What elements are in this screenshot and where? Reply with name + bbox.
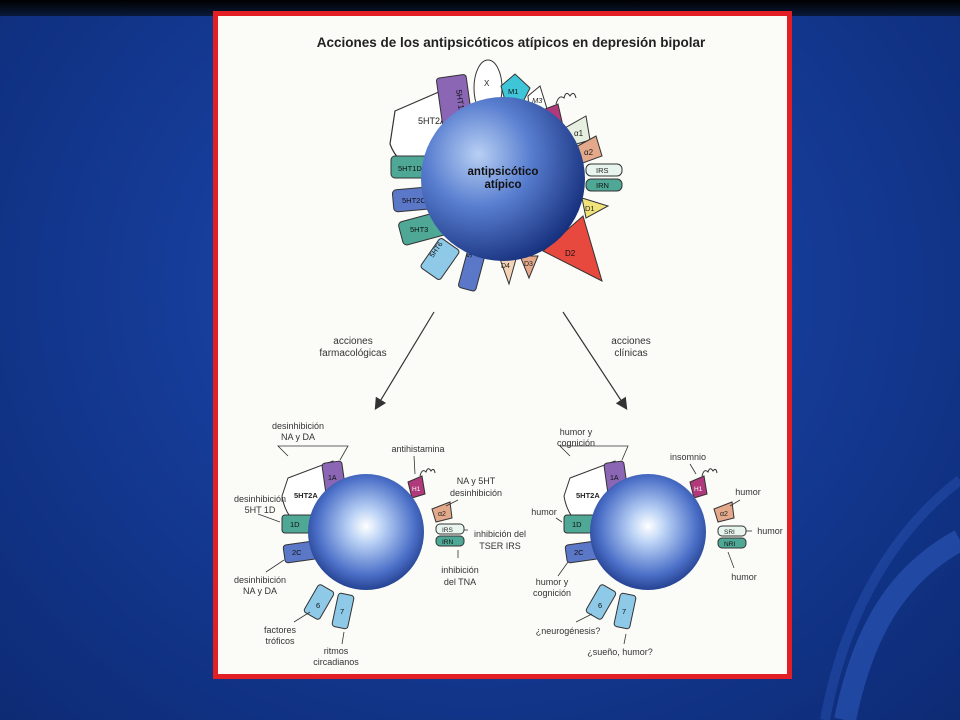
svg-text:H1: H1 <box>412 486 421 493</box>
svg-text:insomnio: insomnio <box>670 452 706 462</box>
svg-text:D1: D1 <box>585 204 595 213</box>
svg-text:humor: humor <box>757 526 783 536</box>
sphere-label-line1: antipsicótico <box>468 166 539 178</box>
clinical-sphere <box>590 474 706 590</box>
decorative-swoosh <box>820 476 960 720</box>
receptor-d1: D1 <box>581 197 610 219</box>
svg-text:5HT2A: 5HT2A <box>576 491 600 500</box>
svg-text:inhibición del: inhibición del <box>474 529 526 539</box>
arrow-right-label-2: clínicas <box>614 348 647 359</box>
receptor-irs: IRS <box>585 163 623 177</box>
svg-text:M3: M3 <box>532 96 543 105</box>
pharm-sphere <box>308 474 424 590</box>
svg-text:α1: α1 <box>574 129 584 138</box>
svg-text:NA y DA: NA y DA <box>281 432 315 442</box>
figure-paper: Acciones de los antipsicóticos atípicos … <box>218 16 787 674</box>
svg-text:7: 7 <box>622 607 626 616</box>
svg-text:D2: D2 <box>565 249 576 258</box>
svg-text:cognición: cognición <box>557 438 595 448</box>
svg-text:desinhibición: desinhibición <box>450 488 502 498</box>
sphere-label-line2: atípico <box>484 179 521 191</box>
arrow-left-label-2: farmacológicas <box>319 348 386 359</box>
svg-text:del TNA: del TNA <box>444 577 476 587</box>
svg-text:NA y DA: NA y DA <box>243 586 277 596</box>
svg-text:D4: D4 <box>501 263 510 270</box>
svg-text:6: 6 <box>316 601 320 610</box>
svg-text:5HT1D: 5HT1D <box>398 164 422 173</box>
top-receptor-group: 5HT2A 5HT1A X M1 M3 <box>389 59 623 292</box>
svg-text:1A: 1A <box>328 475 337 482</box>
arrow-left-label-1: acciones <box>333 336 372 347</box>
svg-text:factores: factores <box>264 625 297 635</box>
svg-text:5HT 1D: 5HT 1D <box>245 505 276 515</box>
svg-text:H1: H1 <box>694 486 703 493</box>
svg-text:humor: humor <box>731 572 757 582</box>
svg-text:α2: α2 <box>720 511 728 518</box>
svg-text:¿neurogénesis?: ¿neurogénesis? <box>536 626 601 636</box>
arrow-pharmacological <box>374 311 435 411</box>
svg-text:IRN: IRN <box>596 181 609 190</box>
svg-text:1A: 1A <box>610 475 619 482</box>
svg-text:IRS: IRS <box>442 527 454 534</box>
svg-text:humor: humor <box>531 507 557 517</box>
receptor-irn: IRN <box>585 178 623 192</box>
receptor-d3: D3 <box>519 255 539 280</box>
svg-text:2C: 2C <box>574 548 584 557</box>
svg-text:5HT2A: 5HT2A <box>294 491 318 500</box>
svg-text:M1: M1 <box>508 87 518 96</box>
receptor-diagram: Acciones de los antipsicóticos atípicos … <box>234 35 783 667</box>
svg-text:cognición: cognición <box>533 588 571 598</box>
svg-text:IRN: IRN <box>442 539 454 546</box>
svg-text:5HT2C: 5HT2C <box>402 196 426 205</box>
svg-text:antihistamina: antihistamina <box>391 444 444 454</box>
arrow-right-label-1: acciones <box>611 336 650 347</box>
svg-text:NA y 5HT: NA y 5HT <box>457 476 496 486</box>
pharm-diagram: 5HT2A 1A H1 α2 IRS IRN 1D 2C 6 7 <box>234 421 526 667</box>
svg-text:desinhibición: desinhibición <box>234 494 286 504</box>
svg-text:α2: α2 <box>584 148 594 157</box>
svg-text:humor y: humor y <box>560 427 593 437</box>
svg-text:1D: 1D <box>290 520 300 529</box>
svg-text:inhibición: inhibición <box>441 565 479 575</box>
svg-text:SRI: SRI <box>724 529 735 536</box>
svg-text:6: 6 <box>598 601 602 610</box>
svg-text:α2: α2 <box>438 511 446 518</box>
svg-text:circadianos: circadianos <box>313 657 359 667</box>
svg-text:TSER IRS: TSER IRS <box>479 541 521 551</box>
svg-text:humor: humor <box>735 487 761 497</box>
svg-text:5HT3: 5HT3 <box>410 225 428 234</box>
svg-text:7: 7 <box>340 607 344 616</box>
svg-text:IRS: IRS <box>596 166 609 175</box>
svg-text:1D: 1D <box>572 520 582 529</box>
svg-text:humor y: humor y <box>536 577 569 587</box>
clinical-diagram: 5HT2A 1A H1 α2 SRI NRI 1D 2C 6 7 <box>531 427 783 657</box>
svg-text:¿sueño, humor?: ¿sueño, humor? <box>587 647 653 657</box>
svg-text:desinhibición: desinhibición <box>234 575 286 585</box>
main-sphere <box>421 97 585 261</box>
svg-text:5HT2A: 5HT2A <box>418 116 446 126</box>
figure-title: Acciones de los antipsicóticos atípicos … <box>317 35 706 50</box>
svg-text:ritmos: ritmos <box>324 646 349 656</box>
svg-text:NRI: NRI <box>724 541 735 548</box>
arrow-clinical <box>562 311 628 411</box>
svg-text:2C: 2C <box>292 548 302 557</box>
svg-text:X: X <box>484 79 490 88</box>
svg-text:tróficos: tróficos <box>265 636 295 646</box>
svg-text:desinhibición: desinhibición <box>272 421 324 431</box>
slide-image-frame: Acciones de los antipsicóticos atípicos … <box>213 11 792 679</box>
receptor-d4: D4 <box>499 258 517 286</box>
svg-text:D3: D3 <box>524 261 533 268</box>
